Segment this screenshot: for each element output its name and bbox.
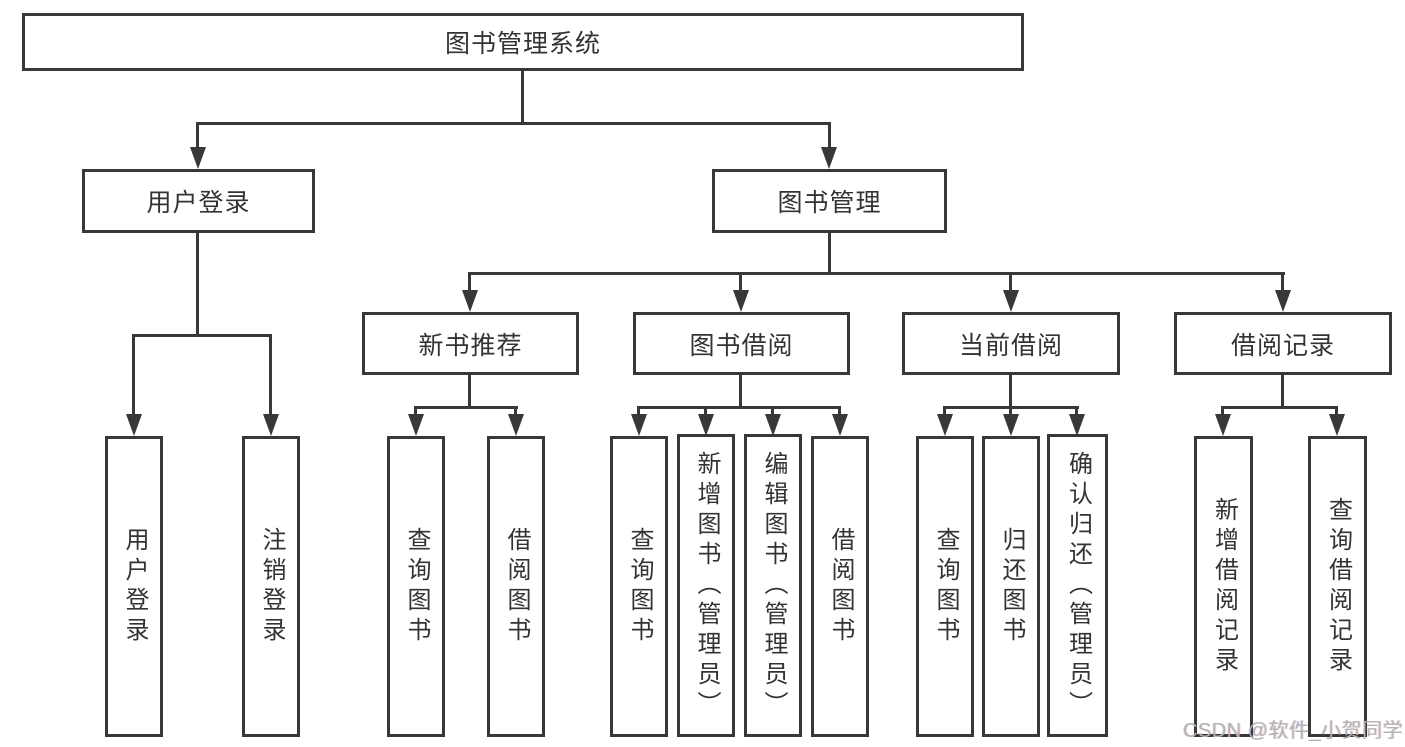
- leaf-add-book-admin: 新增图书（管理员）: [677, 434, 735, 737]
- leaf-user-login-label: 用户登录: [121, 526, 148, 647]
- connector-nbr-drop-2: [514, 406, 517, 418]
- node-borrow-records: 借阅记录: [1174, 312, 1392, 375]
- leaf-return-book: 归还图书: [982, 436, 1040, 737]
- arrowhead-leaf-confirm-return: [1069, 414, 1085, 436]
- connector-root-stem: [521, 71, 524, 124]
- connector-nbr-hline: [414, 406, 518, 409]
- arrowhead-leaf-edit-book: [765, 414, 781, 436]
- leaf-query-books-2: 查询图书: [610, 436, 668, 737]
- node-current-borrow: 当前借阅: [902, 312, 1120, 375]
- arrowhead-leaf-add-book: [698, 414, 714, 436]
- leaf-confirm-return-admin: 确认归还（管理员）: [1047, 434, 1108, 737]
- node-current-borrow-label: 当前借阅: [958, 331, 1063, 360]
- arrowhead-leaf-query-books-1: [408, 414, 424, 436]
- leaf-query-books-3-label: 查询图书: [932, 526, 959, 647]
- connector-bm-drop-1: [468, 272, 471, 292]
- arrowhead-leaf-add-borrow-record: [1215, 414, 1231, 436]
- connector-bb-drop-3: [771, 406, 774, 418]
- arrowhead-leaf-user-login: [126, 414, 142, 436]
- leaf-query-books-1-label: 查询图书: [403, 526, 430, 647]
- arrowhead-leaf-query-books-2: [631, 414, 647, 436]
- connector-bm-drop-4: [1281, 272, 1284, 292]
- arrowhead-borrow-records: [1275, 290, 1291, 312]
- connector-user-login-stem: [196, 233, 199, 337]
- connector-bb-drop-2: [704, 406, 707, 418]
- arrowhead-leaf-borrow-books-2: [832, 414, 848, 436]
- leaf-query-books-2-label: 查询图书: [626, 526, 653, 647]
- leaf-borrow-books-2: 借阅图书: [811, 436, 869, 737]
- connector-br-drop-2: [1335, 406, 1338, 418]
- connector-br-stem: [1281, 375, 1284, 409]
- connector-nbr-stem: [468, 375, 471, 409]
- connector-bb-drop-4: [838, 406, 841, 418]
- connector-bb-stem: [739, 375, 742, 409]
- watermark: CSDN @软件_小贺同学: [1183, 720, 1404, 742]
- node-new-book-recommend-label: 新书推荐: [418, 331, 523, 360]
- node-book-borrow-label: 图书借阅: [689, 331, 794, 360]
- arrowhead-leaf-logout: [263, 414, 279, 436]
- leaf-add-borrow-record: 新增借阅记录: [1194, 436, 1253, 737]
- connector-bm-drop-2: [739, 272, 742, 292]
- connector-bm-drop-3: [1009, 272, 1012, 292]
- node-book-management: 图书管理: [712, 169, 947, 233]
- leaf-return-book-label: 归还图书: [998, 526, 1025, 647]
- leaf-logout-label: 注销登录: [258, 526, 285, 647]
- arrowhead-leaf-query-books-3: [937, 414, 953, 436]
- node-user-login-label: 用户登录: [146, 189, 251, 217]
- arrowhead-current-borrow: [1003, 290, 1019, 312]
- connector-book-management-hline: [468, 272, 1285, 275]
- leaf-query-borrow-record: 查询借阅记录: [1308, 436, 1367, 737]
- arrowhead-leaf-query-borrow-record: [1329, 414, 1345, 436]
- connector-bb-hline: [637, 406, 841, 409]
- connector-root-hline: [196, 122, 831, 125]
- connector-user-login-hline: [132, 334, 272, 337]
- leaf-query-books-1: 查询图书: [387, 436, 445, 737]
- arrowhead-book-management: [821, 147, 837, 169]
- node-new-book-recommend: 新书推荐: [362, 312, 579, 375]
- node-root-label: 图书管理系统: [444, 30, 601, 58]
- arrowhead-book-borrow: [733, 290, 749, 312]
- leaf-borrow-books-1-label: 借阅图书: [503, 526, 530, 647]
- leaf-add-book-admin-label: 新增图书（管理员）: [693, 450, 720, 721]
- node-book-management-label: 图书管理: [777, 189, 882, 217]
- arrowhead-new-book-recommend: [462, 290, 478, 312]
- connector-nbr-drop-1: [414, 406, 417, 418]
- leaf-query-borrow-record-label: 查询借阅记录: [1324, 496, 1352, 677]
- connector-user-login-drop-1: [132, 334, 135, 417]
- leaf-edit-book-admin-label: 编辑图书（管理员）: [760, 450, 787, 721]
- connector-book-management-stem: [828, 233, 831, 275]
- arrowhead-leaf-borrow-books-1: [508, 414, 524, 436]
- connector-user-login-drop-2: [269, 334, 272, 417]
- connector-cb-stem: [1009, 375, 1012, 409]
- leaf-query-books-3: 查询图书: [916, 436, 974, 737]
- connector-root-drop-right: [828, 122, 831, 151]
- leaf-borrow-books-1: 借阅图书: [487, 436, 545, 737]
- connector-root-drop-left: [196, 122, 199, 151]
- leaf-borrow-books-2-label: 借阅图书: [827, 526, 854, 647]
- connector-br-hline: [1221, 406, 1338, 409]
- leaf-confirm-return-admin-label: 确认归还（管理员）: [1064, 450, 1092, 721]
- leaf-edit-book-admin: 编辑图书（管理员）: [744, 434, 802, 737]
- connector-cb-drop-2: [1009, 406, 1012, 418]
- connector-cb-drop-1: [943, 406, 946, 418]
- node-root: 图书管理系统: [22, 13, 1024, 71]
- node-book-borrow: 图书借阅: [633, 312, 850, 375]
- connector-cb-drop-3: [1075, 406, 1078, 418]
- leaf-add-borrow-record-label: 新增借阅记录: [1210, 496, 1238, 677]
- node-borrow-records-label: 借阅记录: [1230, 331, 1335, 360]
- leaf-logout: 注销登录: [242, 436, 300, 737]
- connector-br-drop-1: [1221, 406, 1224, 418]
- connector-bb-drop-1: [637, 406, 640, 418]
- arrowhead-leaf-return-book: [1003, 414, 1019, 436]
- arrowhead-user-login: [190, 147, 206, 169]
- node-user-login: 用户登录: [82, 169, 315, 233]
- leaf-user-login: 用户登录: [105, 436, 163, 737]
